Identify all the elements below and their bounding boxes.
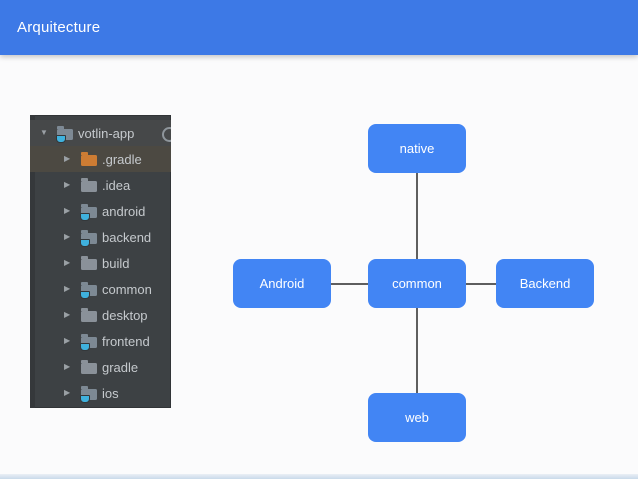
tree-item[interactable]: ▶ gradle (30, 354, 171, 380)
chevron-right-icon[interactable]: ▶ (64, 362, 71, 371)
chevron-right-icon[interactable]: ▶ (64, 258, 71, 267)
chevron-right-icon[interactable]: ▶ (64, 206, 71, 215)
folder-icon (80, 281, 97, 299)
tree-item[interactable]: ▶ backend (30, 224, 171, 250)
diagram-node-web: web (368, 393, 466, 442)
folder-icon (80, 203, 97, 221)
tree-item-label: gradle (102, 359, 139, 375)
tree-item[interactable]: ▶ common (30, 276, 171, 302)
diagram-node-native: native (368, 124, 466, 173)
chevron-right-icon[interactable]: ▶ (64, 336, 71, 345)
diagram-node-backend: Backend (496, 259, 594, 308)
footer-accent (0, 474, 638, 479)
tree-item-label: frontend (102, 333, 150, 349)
folder-icon (80, 229, 97, 247)
folder-icon (81, 255, 97, 270)
tree-item[interactable]: ▶ .gradle (30, 146, 171, 172)
tree-item[interactable]: ▶ frontend (30, 328, 171, 354)
chevron-right-icon[interactable]: ▶ (64, 310, 71, 319)
tree-item-label: desktop (102, 307, 148, 323)
folder-icon (80, 385, 97, 403)
project-tree: ▼ votlin-app ▶ .gradle ▶ .idea ▶ android… (30, 120, 171, 406)
chevron-right-icon[interactable]: ▶ (64, 180, 71, 189)
tree-item-label: .idea (102, 177, 131, 193)
folder-icon (81, 151, 97, 166)
tree-item-label: ios (102, 385, 119, 401)
tree-item-label: .gradle (102, 151, 142, 167)
tree-item-label: common (102, 281, 152, 297)
tree-item-label: android (102, 203, 146, 219)
tree-item[interactable]: ▶ android (30, 198, 171, 224)
folder-icon (56, 125, 73, 143)
tree-item[interactable]: ▼ votlin-app (30, 120, 171, 146)
tree-item[interactable]: ▶ .idea (30, 172, 171, 198)
tree-item-label: votlin-app (78, 125, 135, 141)
header-bar: Arquitecture (0, 0, 638, 55)
tree-item[interactable]: ▶ ios (30, 380, 171, 406)
page-title: Arquitecture (17, 19, 101, 36)
chevron-down-icon[interactable]: ▼ (40, 128, 48, 137)
folder-icon (80, 333, 97, 351)
chevron-right-icon[interactable]: ▶ (64, 154, 71, 163)
diagram-node-android: Android (233, 259, 331, 308)
folder-icon (81, 307, 97, 322)
tree-item-label: backend (102, 229, 152, 245)
chevron-right-icon[interactable]: ▶ (64, 284, 71, 293)
project-tree-panel: ▼ votlin-app ▶ .gradle ▶ .idea ▶ android… (30, 115, 171, 408)
tree-item-label: build (102, 255, 130, 271)
diagram-node-common: common (368, 259, 466, 308)
folder-icon (81, 177, 97, 192)
folder-icon (81, 359, 97, 374)
chevron-right-icon[interactable]: ▶ (64, 232, 71, 241)
chevron-right-icon[interactable]: ▶ (64, 388, 71, 397)
tree-item[interactable]: ▶ desktop (30, 302, 171, 328)
tree-item[interactable]: ▶ build (30, 250, 171, 276)
partial-circle-icon (162, 127, 171, 142)
